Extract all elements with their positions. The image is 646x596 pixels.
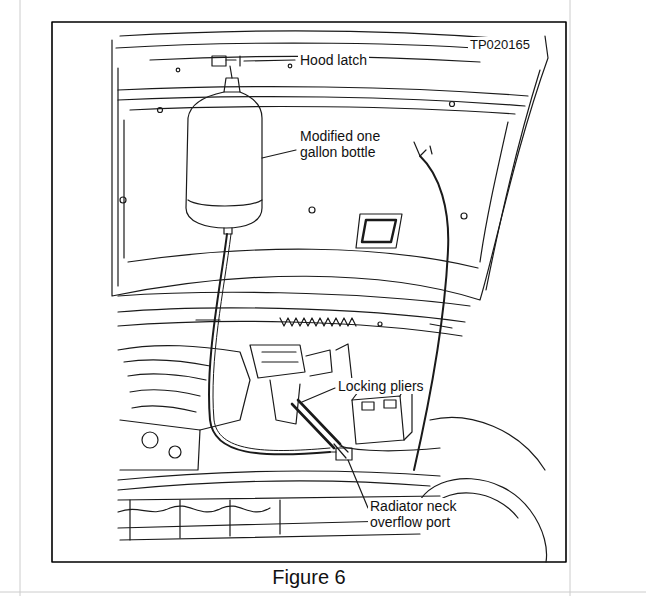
part-label: Locking pliers: [336, 378, 426, 394]
part-label: Hood latch: [298, 52, 369, 68]
part-label: Modified one gallon bottle: [298, 128, 402, 160]
figure-caption: Figure 6: [272, 566, 345, 588]
figure-id: TP020165: [468, 37, 532, 53]
part-label: Radiator neck overflow port: [368, 498, 478, 530]
